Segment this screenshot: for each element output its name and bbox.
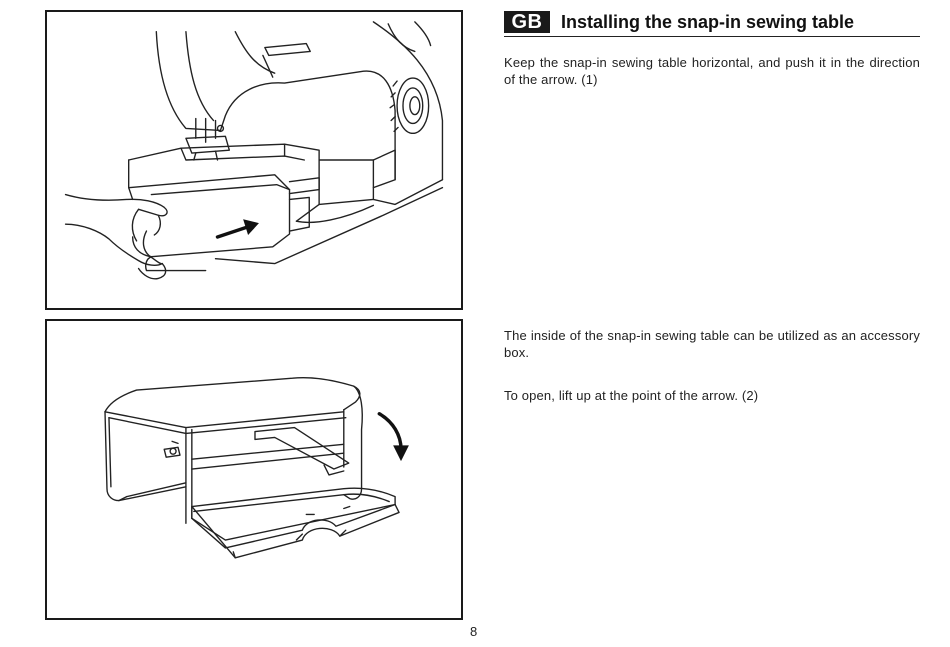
push-arrow-icon xyxy=(217,219,258,237)
section-title: Installing the snap-in sewing table xyxy=(561,10,854,34)
figure-sewing-machine-install xyxy=(45,10,463,310)
instruction-push-table: Keep the snap-in sewing table horizontal… xyxy=(504,54,920,88)
language-badge: GB xyxy=(504,11,550,33)
figure-accessory-box xyxy=(45,319,463,620)
accessory-box-illustration xyxy=(47,321,461,618)
page-number: 8 xyxy=(470,624,477,639)
section-heading: GB Installing the snap-in sewing table xyxy=(504,10,920,37)
open-arrow-icon xyxy=(379,414,409,461)
instruction-open-lid: To open, lift up at the point of the arr… xyxy=(504,387,920,404)
sewing-machine-illustration xyxy=(47,12,461,308)
instruction-accessory-box: The inside of the snap-in sewing table c… xyxy=(504,327,920,361)
